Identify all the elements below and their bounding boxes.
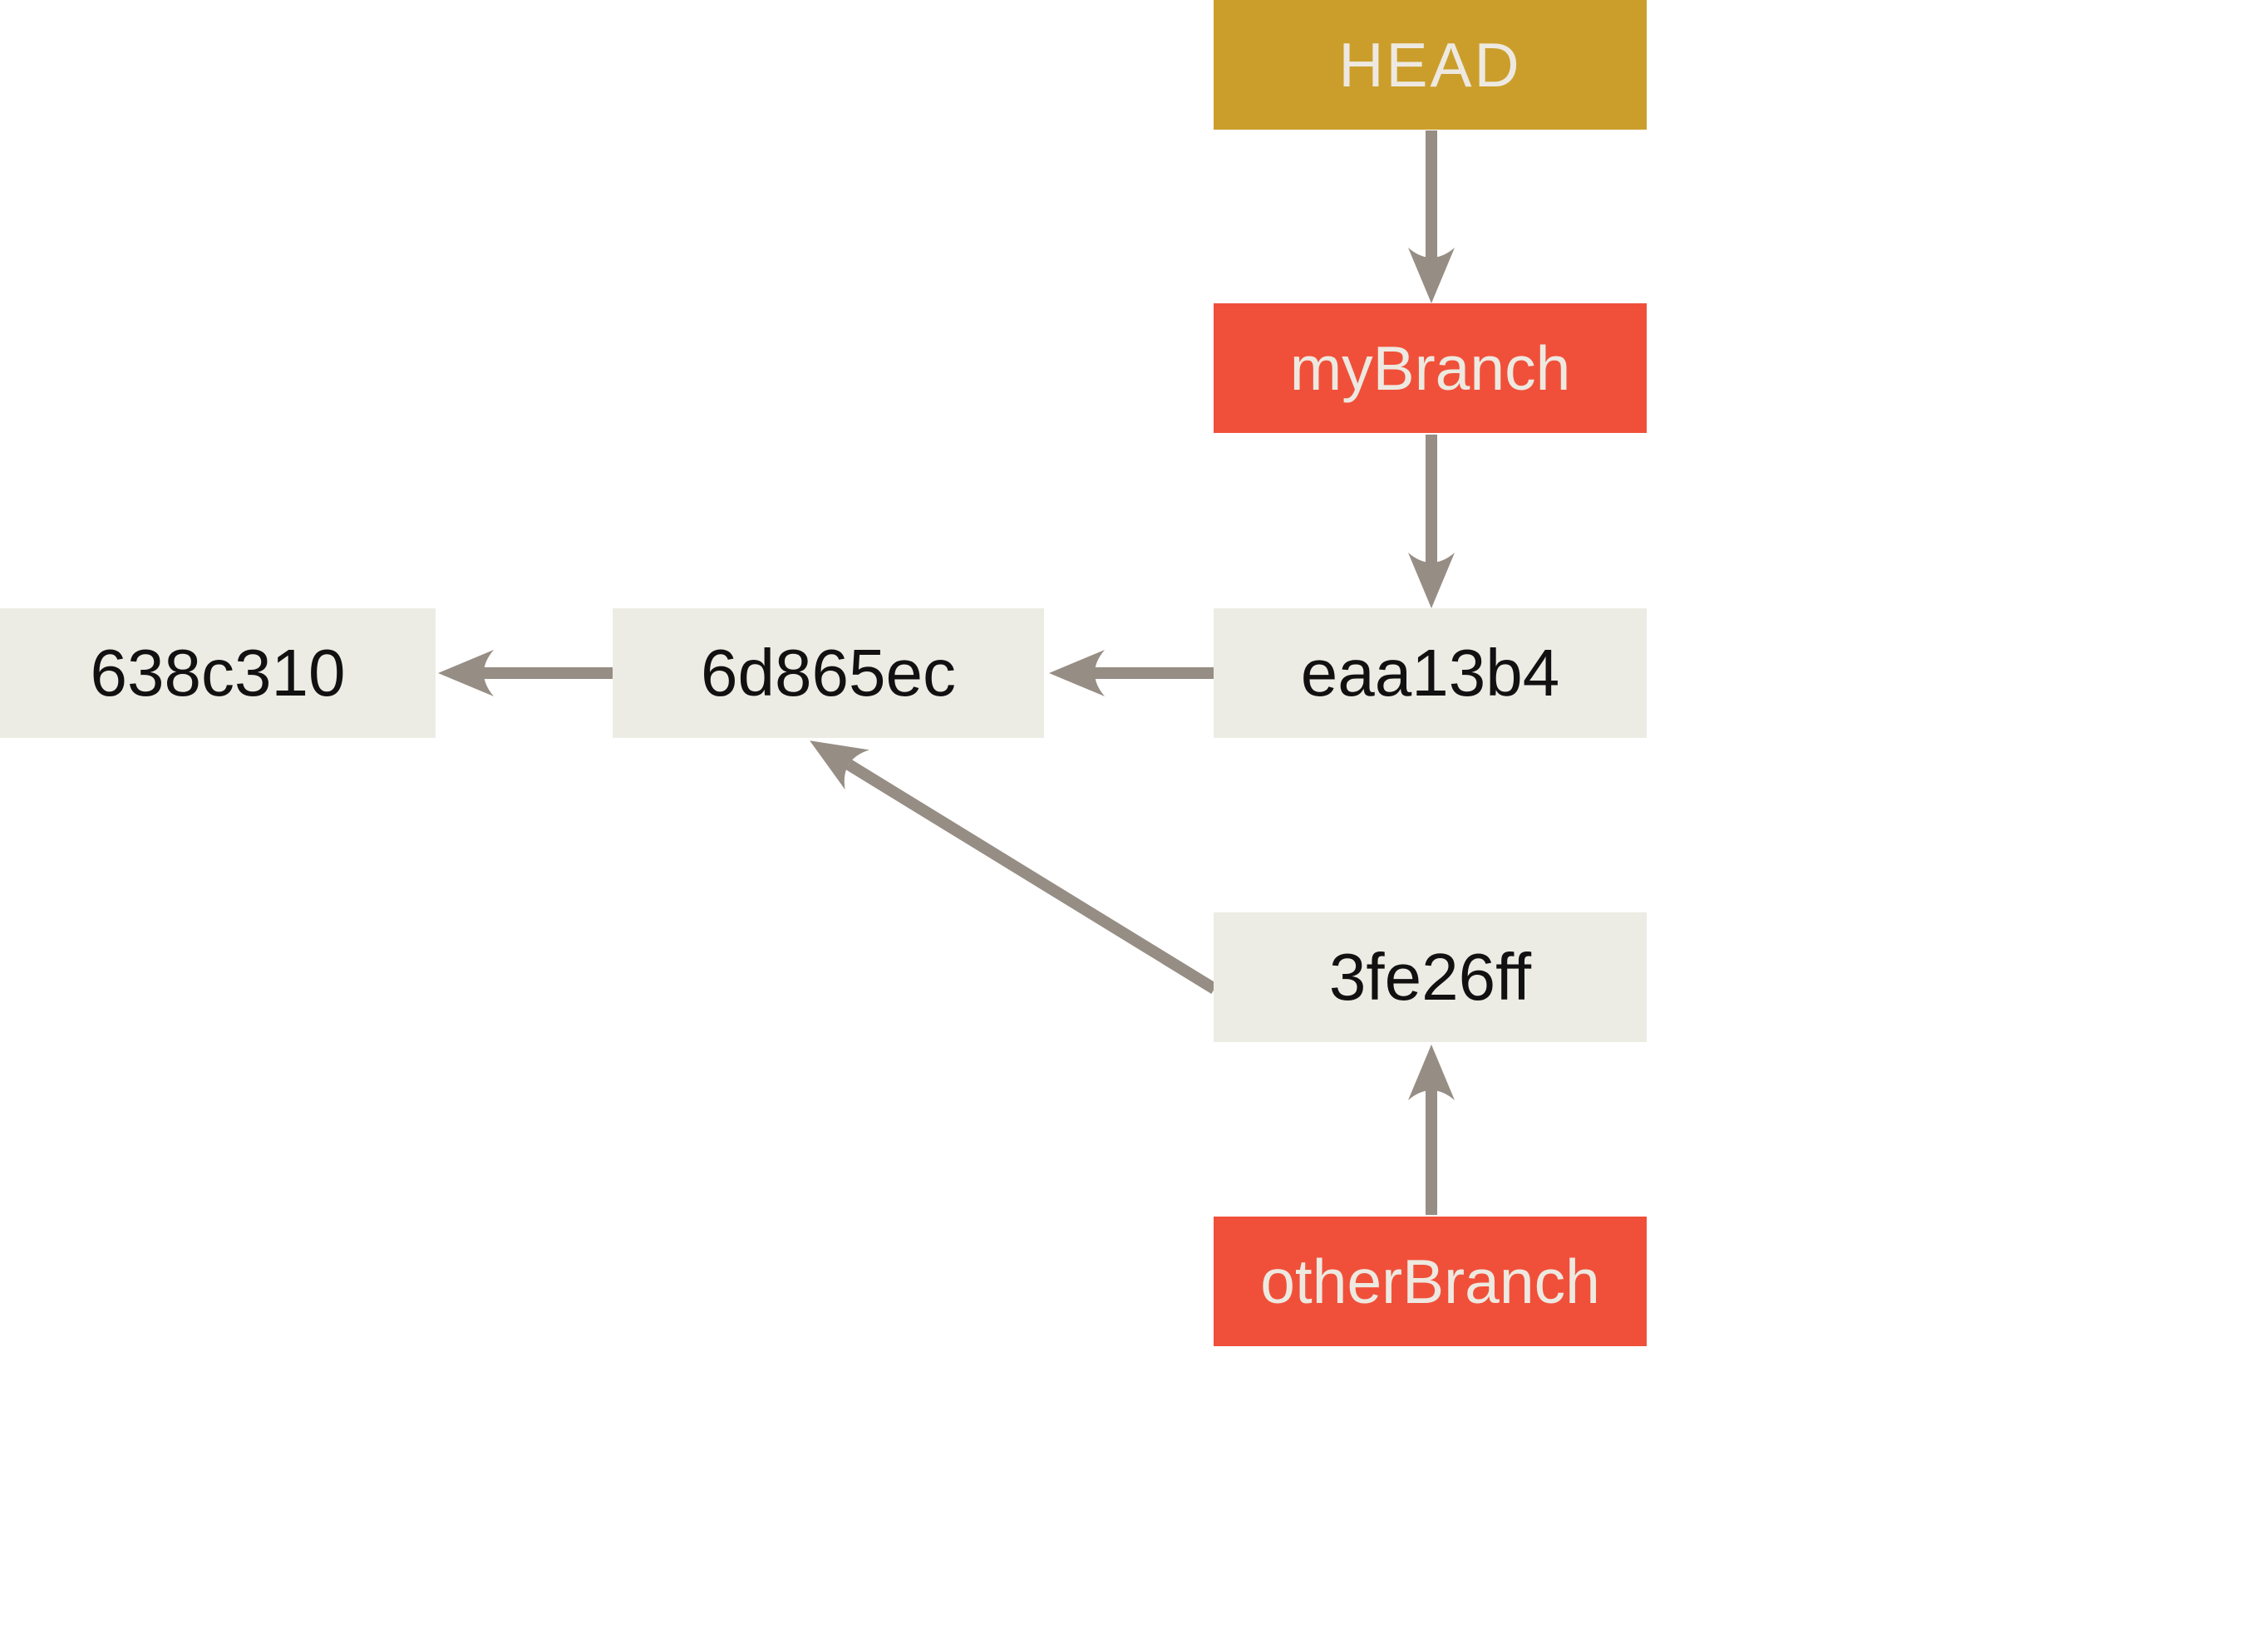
branch-label: otherBranch xyxy=(1260,1246,1600,1316)
commit-node-638c310: 638c310 xyxy=(0,608,436,738)
head-pointer-label: HEAD xyxy=(1338,30,1522,100)
branch-node-otherbranch: otherBranch xyxy=(1214,1217,1647,1346)
commit-hash-label: 3fe26ff xyxy=(1328,940,1532,1014)
branch-node-mybranch: myBranch xyxy=(1214,303,1647,433)
commit-hash-label: 6d865ec xyxy=(701,636,956,710)
arrow-3fe26ff-to-6d865ec xyxy=(810,740,1218,994)
head-pointer-node: HEAD xyxy=(1214,0,1647,130)
commit-node-6d865ec: 6d865ec xyxy=(613,608,1044,738)
commit-node-eaa13b4: eaa13b4 xyxy=(1214,608,1647,738)
branch-label: myBranch xyxy=(1289,333,1571,403)
commit-hash-label: eaa13b4 xyxy=(1300,636,1560,710)
commit-hash-label: 638c310 xyxy=(90,636,346,710)
commit-node-3fe26ff: 3fe26ff xyxy=(1214,912,1647,1042)
